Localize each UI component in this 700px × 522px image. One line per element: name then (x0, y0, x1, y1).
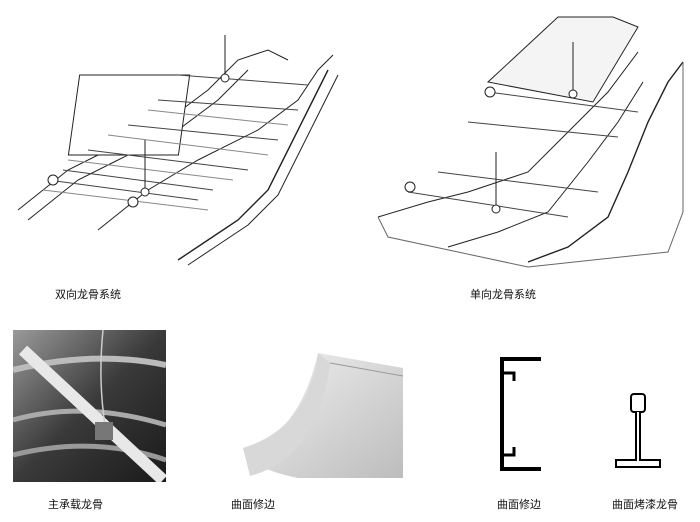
caption-curved-edge-2: 曲面修边 (497, 498, 541, 511)
painted-keel-profile-section (615, 393, 661, 468)
two-way-keel-system-drawing (17, 35, 339, 266)
caption-two-way-keel: 双向龙骨系统 (55, 288, 121, 301)
main-keel-photo (13, 330, 166, 482)
caption-one-way-keel: 单向龙骨系统 (470, 288, 536, 301)
curved-panel-edge-render (243, 353, 403, 478)
caption-main-keel: 主承载龙骨 (48, 498, 103, 511)
caption-painted-keel: 曲面烤漆龙骨 (612, 498, 678, 511)
one-way-keel-system-drawing (377, 16, 684, 268)
edge-profile-section (500, 357, 541, 471)
caption-curved-edge-1: 曲面修边 (231, 498, 275, 511)
